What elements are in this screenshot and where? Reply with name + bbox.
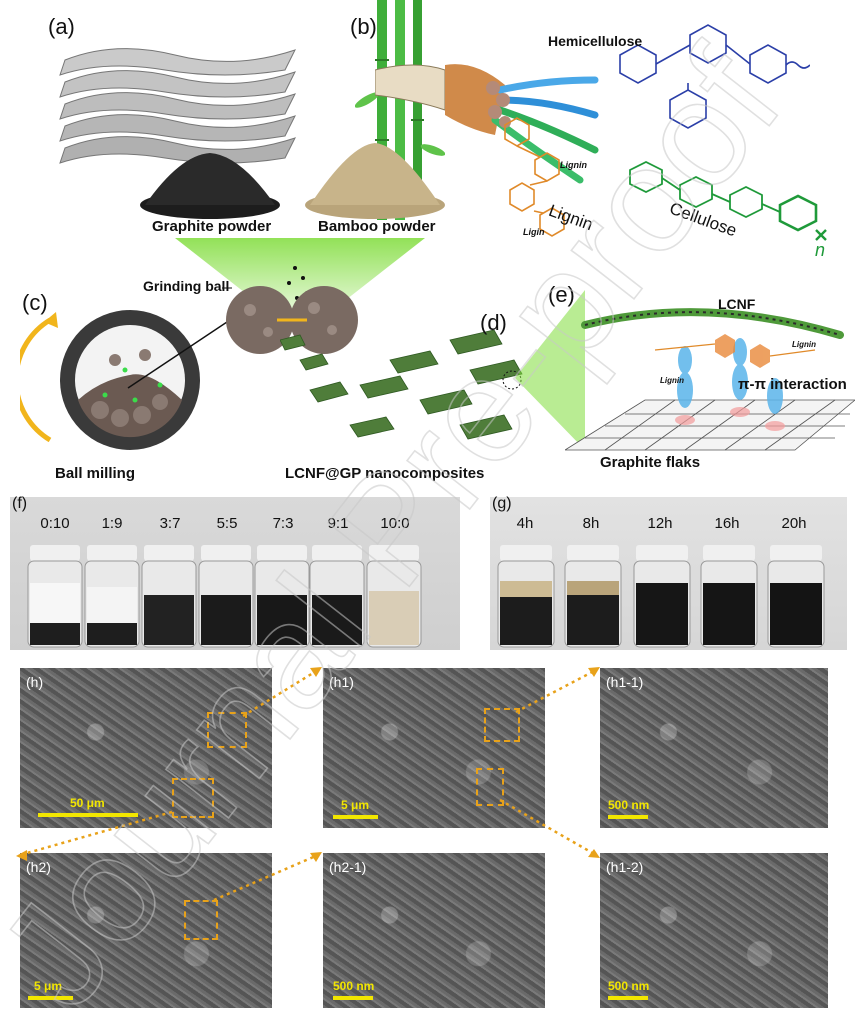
sem-image-h1-2: (h1-2) 500 nm: [600, 853, 828, 1008]
sem-tag-h1: (h1): [329, 674, 354, 690]
vial-label-g-1: 8h: [582, 515, 600, 532]
vial-label-f-0: 0:10: [40, 515, 70, 532]
scale-bar-h: [38, 813, 138, 817]
vial-label-f-2: 3:7: [159, 515, 181, 532]
scale-text-h1: 5 μm: [341, 798, 370, 812]
sem-tag-h2-1: (h2-1): [329, 859, 367, 875]
vial-label-g-0: 4h: [516, 515, 534, 532]
panel-label-c: (c): [22, 290, 48, 315]
vial-label-f-4: 7:3: [272, 515, 294, 532]
zoom-box-h-lower: [172, 778, 214, 818]
scale-bar-h2-1: [333, 996, 373, 1000]
lignin-structure: [504, 117, 565, 237]
pi-pi-interaction-label: π-π interaction: [738, 376, 847, 393]
vial-label-g-2: 12h: [647, 515, 673, 532]
graphite-powder-label: Graphite powder: [152, 218, 272, 235]
zoom-box-h2: [184, 900, 218, 940]
lignin-e-label-1: Lignin: [792, 340, 816, 349]
zoom-cone: [515, 290, 585, 450]
vial-label-f-6: 10:0: [380, 515, 410, 532]
cellulose-structure: [629, 160, 827, 241]
sem-image-h: (h) 50 μm: [20, 668, 272, 828]
scale-text-h2: 5 μm: [34, 979, 63, 993]
panel-label-d: (d): [480, 310, 507, 335]
fiber-bundle-illustration: [375, 64, 599, 184]
vial-label-g-4: 20h: [781, 515, 807, 532]
vials-g-illustration: [497, 545, 825, 648]
sem-tag-h1-2: (h1-2): [606, 859, 644, 875]
vials-f-illustration: [27, 545, 422, 648]
hemicellulose-label: Hemicellulose: [548, 33, 643, 49]
panel-label-e: (e): [548, 282, 575, 307]
schematic-figure: (a) Graphite powder (b) Bamboo powder: [0, 0, 867, 490]
panel-label-a: (a): [48, 14, 75, 39]
scale-text-h1-2: 500 nm: [608, 979, 650, 993]
zoom-box-h1-upper: [484, 708, 520, 742]
scale-bar-h1-1: [608, 815, 648, 819]
graphite-flaks-label: Graphite flaks: [600, 454, 701, 471]
sem-image-h2-1: (h2-1) 500 nm: [323, 853, 545, 1008]
sem-tag-h2: (h2): [26, 859, 51, 875]
bamboo-powder-pile: [305, 143, 445, 219]
scale-bar-h1: [333, 815, 378, 819]
vial-photo-g: 4h 8h 12h 16h 20h: [490, 497, 847, 650]
ball-milling-label: Ball milling: [55, 465, 136, 482]
graphite-layers-illustration: [59, 48, 296, 164]
vial-label-f-3: 5:5: [216, 515, 238, 532]
zoom-box-h-upper: [207, 712, 247, 748]
grinding-balls-illustration: [222, 286, 358, 354]
sem-tag-h1-1: (h1-1): [606, 674, 644, 690]
vial-photo-f: 0:10 1:9 3:7 5:5 7:3 9:1 10:0: [10, 497, 460, 650]
sem-image-h2: (h2) 5 μm: [20, 853, 272, 1008]
lcnf-label: LCNF: [718, 296, 756, 312]
graphite-sheet-illustration: [565, 308, 855, 451]
scale-text-h1-1: 500 nm: [608, 798, 650, 812]
vial-label-f-1: 1:9: [101, 515, 123, 532]
lignin-small-label-3: Ligin: [523, 227, 545, 237]
sem-image-h1: (h1) 5 μm: [323, 668, 545, 828]
lignin-e-label-2: Lignin: [660, 376, 684, 385]
zoom-box-h1-lower: [476, 768, 504, 806]
scale-text-h2-1: 500 nm: [333, 979, 375, 993]
nanocomposite-flakes: [280, 330, 523, 440]
scale-bar-h2: [28, 996, 73, 1000]
bamboo-powder-label: Bamboo powder: [318, 218, 436, 235]
repeat-unit-n: n: [815, 240, 826, 260]
hemicellulose-structure: [619, 24, 810, 129]
scale-bar-h1-2: [608, 996, 648, 1000]
vial-label-g-3: 16h: [714, 515, 740, 532]
panel-label-g: (g): [492, 495, 512, 512]
lignin-small-label-1: Lignin: [560, 160, 587, 170]
panel-label-b: (b): [350, 14, 377, 39]
panel-label-f: (f): [12, 495, 28, 512]
graphite-powder-pile: [140, 153, 280, 219]
grinding-ball-label: Grinding ball: [143, 278, 230, 294]
ball-mill-illustration: [20, 310, 230, 450]
sem-tag-h: (h): [26, 674, 44, 690]
scale-text-h: 50 μm: [70, 796, 105, 810]
nanocomposites-label: LCNF@GP nanocomposites: [285, 465, 485, 482]
sem-image-h1-1: (h1-1) 500 nm: [600, 668, 828, 828]
vial-label-f-5: 9:1: [327, 515, 349, 532]
